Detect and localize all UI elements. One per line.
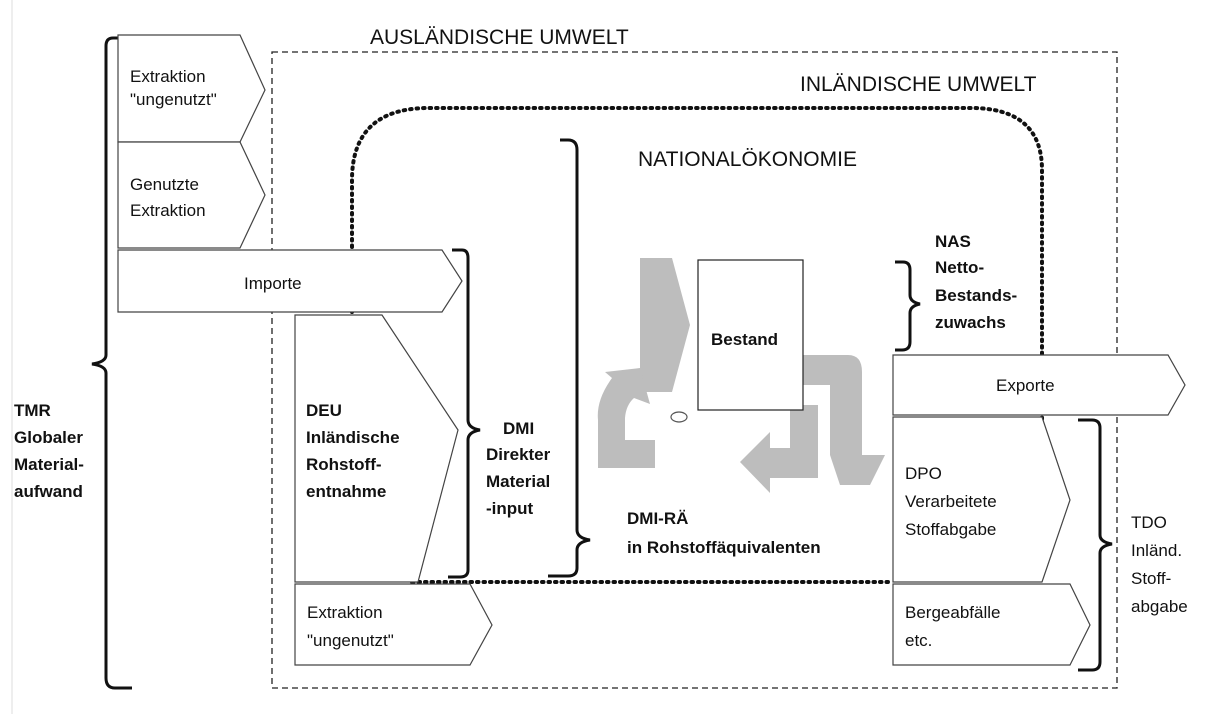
imports-arrow-box xyxy=(117,249,463,313)
svg-text:Material: Material xyxy=(486,472,550,491)
svg-text:abgabe: abgabe xyxy=(1131,597,1188,616)
unused-extraction-top-line1: Extraktion xyxy=(130,67,206,86)
nas-label: NAS Netto- Bestands- zuwachs xyxy=(935,232,1017,332)
stock-label: Bestand xyxy=(711,330,778,349)
tdo-bracket xyxy=(1078,418,1113,672)
national-economy-boundary xyxy=(350,106,1044,437)
svg-text:DEU: DEU xyxy=(306,401,342,420)
svg-text:Bestands-: Bestands- xyxy=(935,286,1017,305)
svg-text:zuwachs: zuwachs xyxy=(935,313,1006,332)
svg-text:in Rohstoffäquivalenten: in Rohstoffäquivalenten xyxy=(627,538,821,557)
svg-text:Material-: Material- xyxy=(14,455,84,474)
tmr-label: TMR Globaler Material- aufwand xyxy=(14,401,84,501)
svg-text:Rohstoff-: Rohstoff- xyxy=(306,455,382,474)
dmi-rae-bracket xyxy=(548,138,591,578)
stock-flow-valve-icon xyxy=(670,411,688,423)
dmi-rae-label: DMI-RÄ in Rohstoffäquivalenten xyxy=(627,509,821,557)
mining-waste-line2: etc. xyxy=(905,631,932,650)
svg-text:DPO: DPO xyxy=(905,464,942,483)
svg-text:entnahme: entnahme xyxy=(306,482,386,501)
svg-text:Inländ.: Inländ. xyxy=(1131,541,1182,560)
deu-box xyxy=(294,314,459,583)
stock-flow-arrows xyxy=(597,258,885,493)
svg-text:DMI: DMI xyxy=(503,419,534,438)
svg-text:NAS: NAS xyxy=(935,232,971,251)
svg-text:Netto-: Netto- xyxy=(935,258,984,277)
unused-extraction-top-box xyxy=(117,34,266,143)
svg-text:TMR: TMR xyxy=(14,401,51,420)
svg-text:aufwand: aufwand xyxy=(14,482,83,501)
svg-text:Inländische: Inländische xyxy=(306,428,400,447)
unused-extraction-bottom-box xyxy=(294,583,493,666)
dmi-label: DMI Direkter Material -input xyxy=(486,419,551,518)
tdo-label: TDO Inländ. Stoff- abgabe xyxy=(1131,513,1188,616)
deu-label: DEU Inländische Rohstoff- entnahme xyxy=(306,401,400,501)
foreign-environment-label: AUSLÄNDISCHE UMWELT xyxy=(370,26,629,49)
svg-text:Stoffabgabe: Stoffabgabe xyxy=(905,520,996,539)
svg-text:TDO: TDO xyxy=(1131,513,1167,532)
tmr-bracket xyxy=(91,36,132,690)
exports-label: Exporte xyxy=(996,376,1055,395)
svg-text:Verarbeitete: Verarbeitete xyxy=(905,492,997,511)
stock-box xyxy=(697,259,804,411)
used-extraction-line1: Genutzte xyxy=(130,175,199,194)
mining-waste-line1: Bergeabfälle xyxy=(905,603,1000,622)
dpo-label: DPO Verarbeitete Stoffabgabe xyxy=(905,464,997,539)
dmi-bracket xyxy=(448,248,481,579)
imports-label: Importe xyxy=(244,274,302,293)
svg-text:Globaler: Globaler xyxy=(14,428,83,447)
svg-text:Direkter: Direkter xyxy=(486,445,551,464)
svg-text:DMI-RÄ: DMI-RÄ xyxy=(627,509,688,528)
domestic-environment-label: INLÄNDISCHE UMWELT xyxy=(800,73,1037,96)
unused-extraction-bottom-line1: Extraktion xyxy=(307,603,383,622)
national-economy-label: NATIONALÖKONOMIE xyxy=(638,148,857,171)
mining-waste-box xyxy=(892,583,1091,666)
exports-arrow-box xyxy=(892,354,1186,416)
unused-extraction-bottom-line2: "ungenutzt" xyxy=(307,631,394,650)
used-extraction-box xyxy=(117,141,266,249)
used-extraction-line2: Extraktion xyxy=(130,201,206,220)
svg-text:Stoff-: Stoff- xyxy=(1131,569,1171,588)
unused-extraction-top-line2: "ungenutzt" xyxy=(130,90,217,109)
dpo-box xyxy=(892,416,1071,583)
nas-bracket xyxy=(895,260,921,352)
svg-text:-input: -input xyxy=(486,499,534,518)
